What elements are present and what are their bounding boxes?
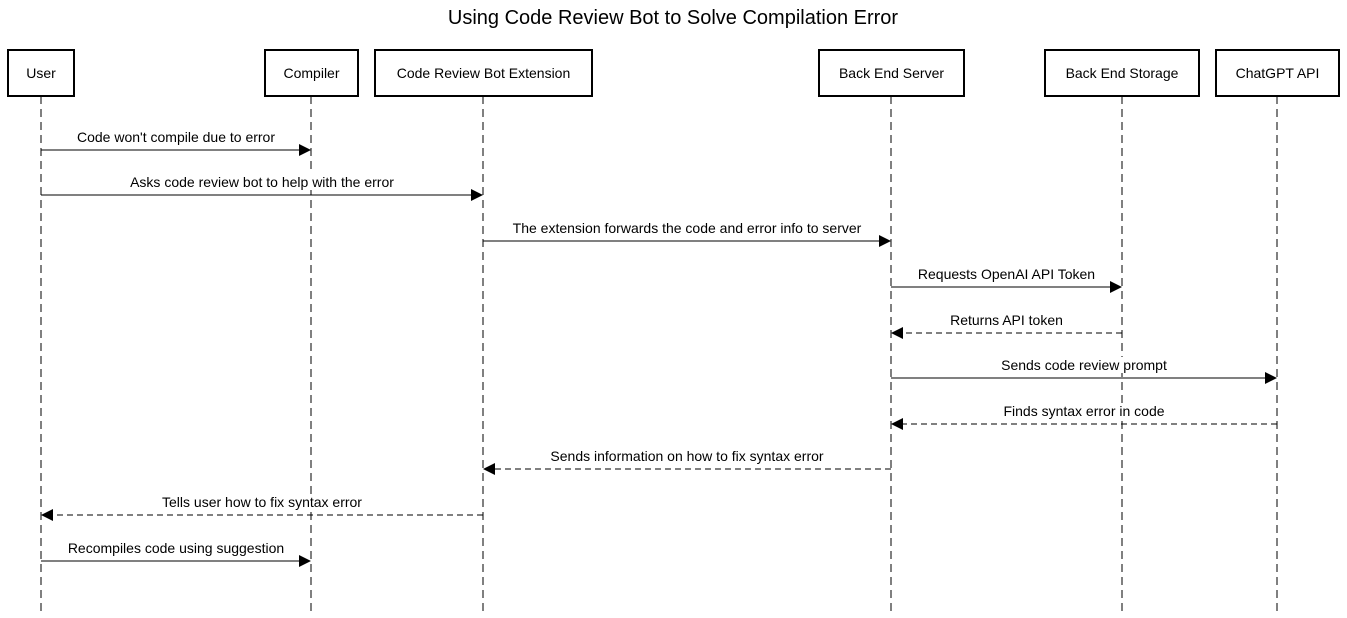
actor-label-storage: Back End Storage [1066,65,1179,81]
arrow-head [1110,281,1122,293]
message-1: Code won't compile due to error [41,129,311,156]
actor-extension: Code Review Bot Extension [374,49,593,97]
message-10: Recompiles code using suggestion [41,540,311,567]
message-4: Requests OpenAI API Token [891,266,1122,293]
actor-box-extension [374,49,593,97]
arrow-head [1265,372,1277,384]
arrow-head [41,509,53,521]
message-label: Asks code review bot to help with the er… [130,174,394,190]
message-label: Requests OpenAI API Token [918,266,1095,282]
actor-user: User [7,49,75,97]
arrow-head [299,144,311,156]
arrow-head [471,189,483,201]
message-label: Sends information on how to fix syntax e… [550,448,823,464]
actor-box-storage [1044,49,1200,97]
message-label: Code won't compile due to error [77,129,275,145]
arrow-head [299,555,311,567]
message-label: Finds syntax error in code [1003,403,1164,419]
actor-box-chatgpt [1215,49,1340,97]
actor-label-chatgpt: ChatGPT API [1236,65,1320,81]
message-label: Tells user how to fix syntax error [162,494,362,510]
arrow-head [483,463,495,475]
message-label: Returns API token [950,312,1063,328]
arrow-head [879,235,891,247]
message-label-bg [128,174,397,190]
arrow-head [891,418,903,430]
message-label: The extension forwards the code and erro… [513,220,862,236]
actor-server: Back End Server [818,49,965,97]
message-7: Finds syntax error in code [891,403,1277,430]
message-8: Sends information on how to fix syntax e… [483,448,891,475]
message-label-bg [999,357,1169,373]
actor-storage: Back End Storage [1044,49,1200,97]
actor-compiler: Compiler [264,49,359,97]
actor-label-extension: Code Review Bot Extension [397,65,571,81]
message-9: Tells user how to fix syntax error [41,494,483,521]
message-label-bg [510,220,864,236]
message-label-bg [548,448,826,464]
actor-label-user: User [26,65,56,81]
message-6: Sends code review prompt [891,357,1277,384]
message-label-bg [948,312,1065,328]
message-label-bg [65,540,287,556]
message-label-bg [160,494,365,510]
message-2: Asks code review bot to help with the er… [41,174,483,201]
actor-chatgpt: ChatGPT API [1215,49,1340,97]
message-label: Recompiles code using suggestion [68,540,284,556]
actor-box-server [818,49,965,97]
message-label-bg [75,129,278,145]
diagram-title: Using Code Review Bot to Solve Compilati… [448,7,899,29]
actor-box-user [7,49,75,97]
actor-label-compiler: Compiler [283,65,339,81]
actors: User Compiler Code Review Bot Extension Bac… [7,49,1340,97]
actor-label-server: Back End Server [839,65,944,81]
message-label-bg [1001,403,1167,419]
message-5: Returns API token [891,312,1122,339]
message-label-bg [915,266,1098,282]
message-label: Sends code review prompt [1001,357,1167,373]
message-3: The extension forwards the code and erro… [483,220,891,247]
actor-box-compiler [264,49,359,97]
arrow-head [891,327,903,339]
